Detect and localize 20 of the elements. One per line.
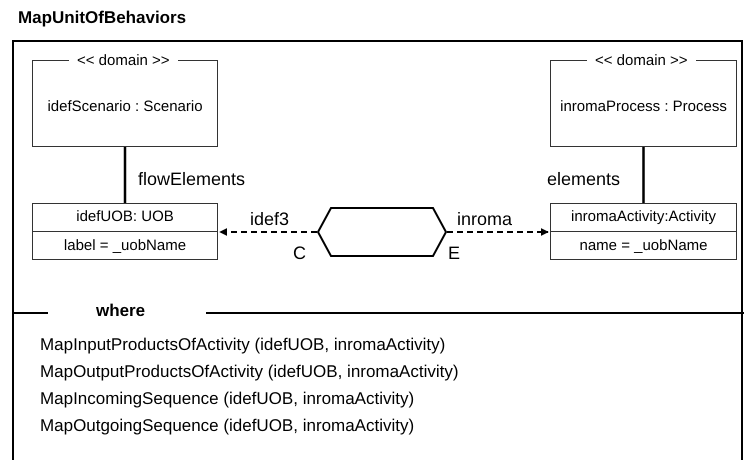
- relation-frame: [12, 40, 743, 460]
- pattern-text: idefScenario : Scenario: [46, 97, 204, 117]
- dashed-arrow: [219, 228, 317, 236]
- connector-line: [124, 147, 126, 203]
- where-heading: where: [96, 301, 146, 321]
- attribute-text: label = _uobName: [62, 236, 188, 256]
- relation-call: MapIncomingSequence (idefUOB, inromaActivity): [40, 389, 414, 409]
- pattern-text: inromaProcess : Process: [559, 97, 728, 117]
- attribute-text: name = _uobName: [578, 236, 708, 256]
- relation-call: MapInputProductsOfActivity (idefUOB, inromaActivity): [40, 335, 446, 355]
- class-box: [32, 203, 218, 260]
- class-box: [550, 203, 737, 260]
- class-name: inromaActivity:Activity: [551, 204, 736, 232]
- relation-call: MapOutputProductsOfActivity (idefUOB, inromaActivity): [40, 362, 459, 382]
- connector-line: [642, 147, 645, 203]
- dashed-arrow: [447, 228, 549, 236]
- hexagon-shape: [317, 207, 447, 257]
- class-name: idefUOB: UOB: [33, 204, 217, 232]
- relation-call: MapOutgoingSequence (idefUOB, inromaActivity): [40, 416, 414, 436]
- frame-label: MapUnitOfBehaviors: [18, 8, 186, 28]
